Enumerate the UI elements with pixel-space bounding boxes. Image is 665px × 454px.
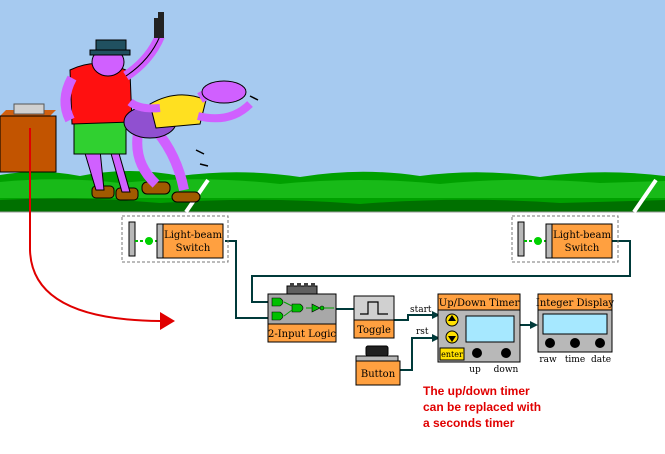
display-time-label: time [565,355,585,365]
display-arrow-head [530,321,538,329]
button-label: Button [361,369,396,380]
display-time-knob[interactable] [570,338,580,348]
timer-enter-label: enter [441,350,463,359]
light-beam-left-line2: Switch [176,243,211,254]
note-line2: can be replaced with [423,400,541,414]
start-arrow-head [432,311,440,319]
rst-signal-label: rst [416,327,429,337]
toggle-block[interactable]: Toggle [353,295,395,339]
trigger-arrow [29,128,161,322]
start-signal-label: start [410,305,432,315]
starter-pistol-icon [154,12,164,38]
logic-gates-icon [271,297,334,321]
display-date-label: date [591,355,611,365]
timer-screen [465,315,515,343]
integer-display-block[interactable]: Integer Display raw time date [536,293,615,365]
toggle-label: Toggle [357,325,391,336]
note-line3: a seconds timer [423,416,515,430]
grass-shadow [0,198,665,214]
rst-arrow-head [432,334,440,342]
button-block[interactable]: Button [355,345,401,386]
light-beam-left-line1: Light-beam [164,230,222,241]
light-beam-switch-left[interactable]: Light-beam Switch [121,215,229,263]
starting-box [0,103,57,173]
runners-illustration [60,12,259,203]
lane-line-right [632,178,658,214]
light-beam-right-line1: Light-beam [553,230,611,241]
display-raw-knob[interactable] [545,338,555,348]
display-title: Integer Display [536,298,615,309]
display-screen [542,313,608,335]
display-raw-label: raw [539,355,557,365]
up-down-timer-block[interactable]: Up/Down Timer enter up down [437,293,521,375]
timer-up-label: up [469,365,481,375]
light-beam-switch-right[interactable]: Light-beam Switch [511,215,619,263]
logic-label: 2-Input Logic [268,329,336,340]
timer-title: Up/Down Timer [439,298,520,309]
two-input-logic-block[interactable]: 2-Input Logic [267,283,337,343]
timer-down-knob[interactable] [501,348,511,358]
note-line1: The up/down timer [423,384,530,398]
timer-down-label: down [494,365,519,375]
trigger-arrow-head [160,312,175,330]
replacement-note: The up/down timer can be replaced with a… [423,384,541,430]
square-wave-icon [360,301,388,315]
display-date-knob[interactable] [595,338,605,348]
timer-up-knob[interactable] [472,348,482,358]
light-beam-right-line2: Switch [565,243,600,254]
